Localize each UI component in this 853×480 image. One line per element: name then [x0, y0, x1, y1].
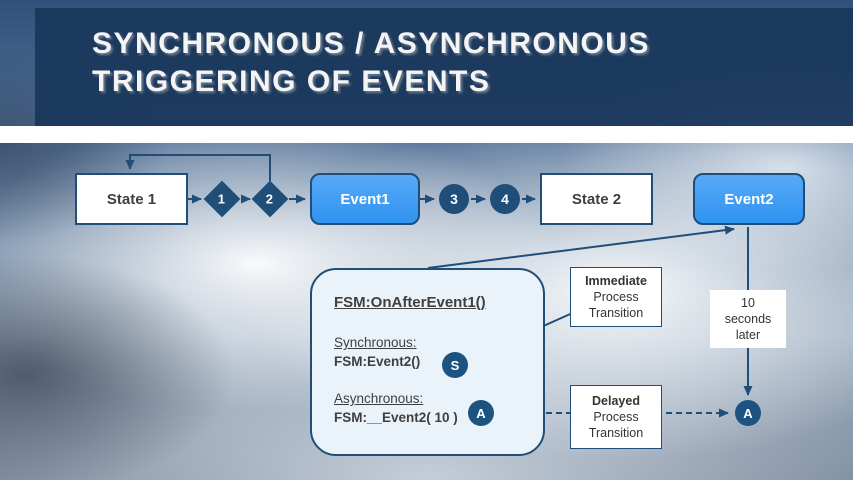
slide-title-line2: TRIGGERING OF EVENTS [92, 65, 491, 98]
state2-box: State 2 [540, 173, 653, 225]
fsm-sync-code: FSM:Event2() [334, 354, 421, 369]
state1-box: State 1 [75, 173, 188, 225]
delayed-note-line2: Process [593, 410, 639, 424]
async-badge: A [468, 400, 494, 426]
async-badge-label: A [476, 405, 486, 421]
step4-circle: 4 [490, 184, 520, 214]
async-target-badge: A [735, 400, 761, 426]
delay-note-line3: later [735, 328, 761, 342]
immediate-note-line3: Transition [588, 306, 644, 320]
slide-title: SYNCHRONOUS / ASYNCHRONOUS TRIGGERING OF… [92, 25, 650, 101]
immediate-transition-note: Immediate Process Transition [570, 267, 662, 327]
event2-label: Event2 [724, 190, 774, 208]
fsm-code-box: FSM:OnAfterEvent1() Synchronous: FSM:Eve… [310, 268, 545, 456]
async-target-badge-label: A [743, 405, 753, 421]
event2-box: Event2 [693, 173, 805, 225]
step3-circle: 3 [439, 184, 469, 214]
delayed-transition-note: Delayed Process Transition [570, 385, 662, 449]
fsm-header: FSM:OnAfterEvent1() [334, 294, 486, 311]
delay-note-line1: 10 [741, 296, 755, 310]
ten-seconds-later-note: 10 seconds later [710, 290, 786, 348]
loopback-arrow [125, 154, 271, 181]
fsm-sync-label: Synchronous: [334, 335, 417, 350]
fsm-async-label: Asynchronous: [334, 391, 424, 406]
step4-label: 4 [501, 191, 509, 207]
state1-label: State 1 [106, 190, 157, 208]
delayed-note-line1: Delayed [592, 394, 640, 408]
divider-band [0, 126, 853, 143]
arrow-fsmbox-to-event2 [427, 225, 735, 269]
delayed-note-line3: Transition [588, 426, 644, 440]
event1-label: Event1 [340, 190, 390, 208]
sync-badge-label: S [450, 357, 460, 373]
slide-title-line1: SYNCHRONOUS / ASYNCHRONOUS [92, 27, 650, 60]
immediate-note-line2: Process [593, 290, 639, 304]
step1-label: 1 [218, 191, 226, 207]
step3-label: 3 [450, 191, 458, 207]
sync-badge: S [442, 352, 468, 378]
step2-label: 2 [266, 191, 274, 207]
state2-label: State 2 [571, 190, 622, 208]
delay-note-line2: seconds [724, 312, 772, 326]
immediate-note-line1: Immediate [585, 274, 647, 288]
event1-box: Event1 [310, 173, 420, 225]
title-banner: SYNCHRONOUS / ASYNCHRONOUS TRIGGERING OF… [35, 8, 853, 126]
fsm-async-code: FSM:__Event2( 10 ) [334, 410, 458, 425]
